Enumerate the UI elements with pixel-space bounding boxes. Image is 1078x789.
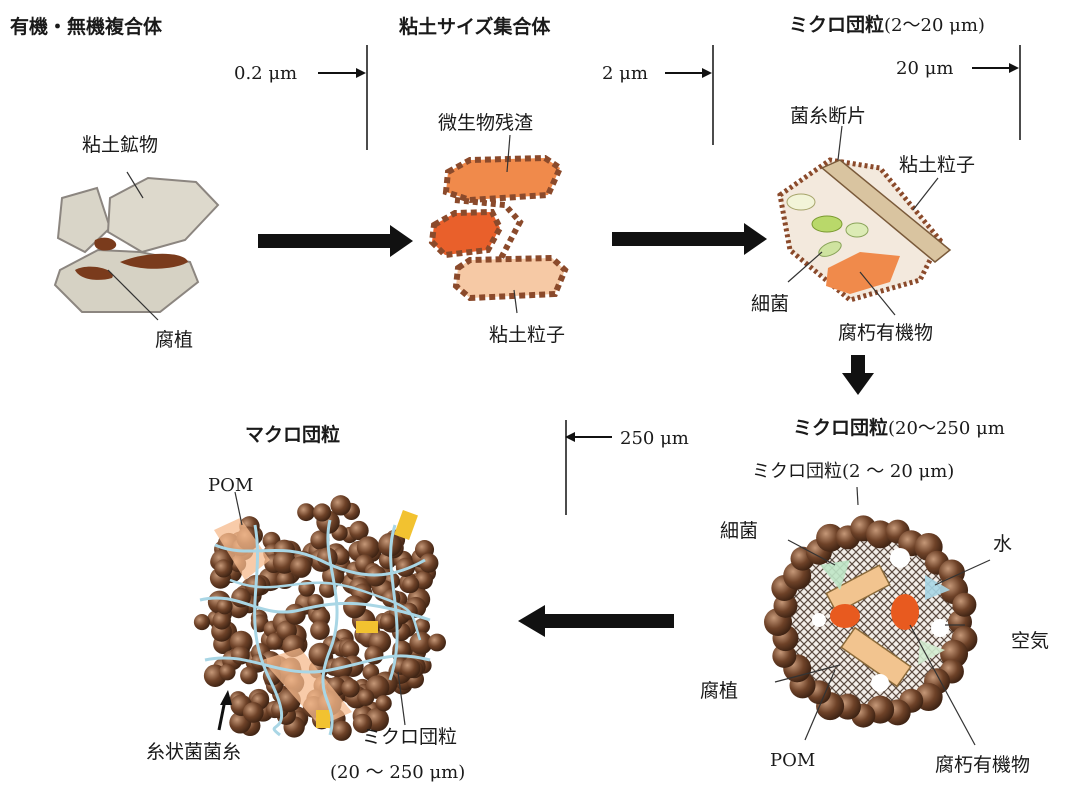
aggregate-bead <box>402 575 420 593</box>
scale-label-2um: 2 μm <box>602 63 648 84</box>
label-clay-particle-s3: 粘土粒子 <box>899 154 976 176</box>
aggregate-bead <box>414 571 433 590</box>
label-humus-s4: 腐植 <box>700 680 739 702</box>
aggregate-bead <box>297 503 316 522</box>
aggregate-bead <box>409 631 433 655</box>
aggregate-bead <box>242 702 264 723</box>
label-micro-agg-s5: ミクロ団粒 <box>362 726 458 748</box>
arrow-s3-s4 <box>842 355 874 395</box>
label-decayed-om-s4: 腐朽有機物 <box>935 754 1031 776</box>
stage4-heading: ミクロ団粒(20～250 μm <box>793 413 1005 440</box>
aggregate-bead <box>276 570 295 589</box>
aggregate-bead <box>357 688 375 706</box>
stage5-title: マクロ団粒 <box>245 424 341 446</box>
clay-mineral-complex <box>53 171 220 321</box>
label-filament-hyphae: 糸状菌菌糸 <box>146 741 242 763</box>
aggregate-bead <box>310 620 330 641</box>
aggregate-bead <box>816 523 845 552</box>
micro-aggregate-large <box>764 486 991 746</box>
aggregate-bead <box>341 678 360 698</box>
clay-size-aggregate <box>428 134 569 314</box>
scale-label-250um: 250 μm <box>620 428 689 449</box>
aggregate-bead <box>289 556 312 578</box>
aggregate-bead <box>193 613 211 631</box>
arrow-s1-s2 <box>258 225 413 257</box>
arrow-s4-s5 <box>518 605 674 637</box>
label-clay-particle-s2: 粘土粒子 <box>489 324 566 346</box>
aggregate-bead <box>316 547 338 569</box>
stage3-range: (2～20 μm) <box>884 15 985 36</box>
aggregate-bead <box>219 663 236 681</box>
aggregate-bead <box>352 713 373 734</box>
arrow-s2-s3 <box>612 223 767 255</box>
label-pom-s4: POM <box>770 750 816 771</box>
aggregate-bead <box>343 595 366 619</box>
aggregate-bead <box>310 530 330 550</box>
aggregate-bead <box>428 633 446 652</box>
aggregate-bead <box>284 603 306 625</box>
aggregate-bead <box>400 658 421 679</box>
label-decayed-om-s3: 腐朽有機物 <box>838 322 934 344</box>
label-micro-agg-s5-range: (20 ～ 250 μm) <box>330 762 466 783</box>
aggregate-bead <box>240 666 258 685</box>
stage4-range: (20～250 μm <box>888 418 1005 439</box>
scale-label-0p2um: 0.2 μm <box>234 63 298 84</box>
aggregate-bead <box>330 495 351 516</box>
label-clay-mineral: 粘土鉱物 <box>82 134 159 156</box>
label-humus: 腐植 <box>155 329 194 351</box>
aggregate-bead <box>212 611 231 630</box>
label-water: 水 <box>993 533 1013 555</box>
label-bacteria-s4: 細菌 <box>720 520 759 542</box>
scale-bar-0p2um <box>318 45 368 150</box>
aggregate-bead <box>214 559 233 578</box>
scale-bar-20um <box>972 45 1021 140</box>
aggregate-bead <box>349 520 369 541</box>
aggregate-bead <box>952 592 977 617</box>
micro-aggregate-small <box>777 125 952 316</box>
scale-bar-250um <box>565 420 612 515</box>
aggregate-bead <box>379 613 397 630</box>
stage4-title: ミクロ団粒 <box>793 417 889 439</box>
label-bacteria-s3: 細菌 <box>751 293 790 315</box>
label-air: 空気 <box>1011 630 1050 652</box>
aggregate-bead <box>341 640 360 659</box>
stage2-title: 粘土サイズ集合体 <box>399 16 551 38</box>
stage1-title: 有機・無機複合体 <box>10 16 163 38</box>
label-micro-inner: ミクロ団粒(2 ～ 20 μm) <box>752 461 955 482</box>
aggregate-bead <box>216 598 233 615</box>
aggregate-bead <box>331 720 352 741</box>
aggregate-bead <box>419 553 439 573</box>
label-hyphal-fragment: 菌糸断片 <box>790 105 867 127</box>
aggregate-bead <box>313 503 332 522</box>
scale-label-20um: 20 μm <box>896 58 954 79</box>
stage3-heading: ミクロ団粒(2～20 μm) <box>789 10 985 37</box>
label-microbial-residue: 微生物残渣 <box>438 112 534 134</box>
stage3-title: ミクロ団粒 <box>789 14 885 36</box>
label-pom-s5: POM <box>208 475 254 496</box>
aggregate-bead <box>375 695 392 712</box>
macro-aggregate <box>193 491 446 741</box>
aggregate-bead <box>356 536 380 559</box>
scale-bar-2um <box>665 45 714 145</box>
